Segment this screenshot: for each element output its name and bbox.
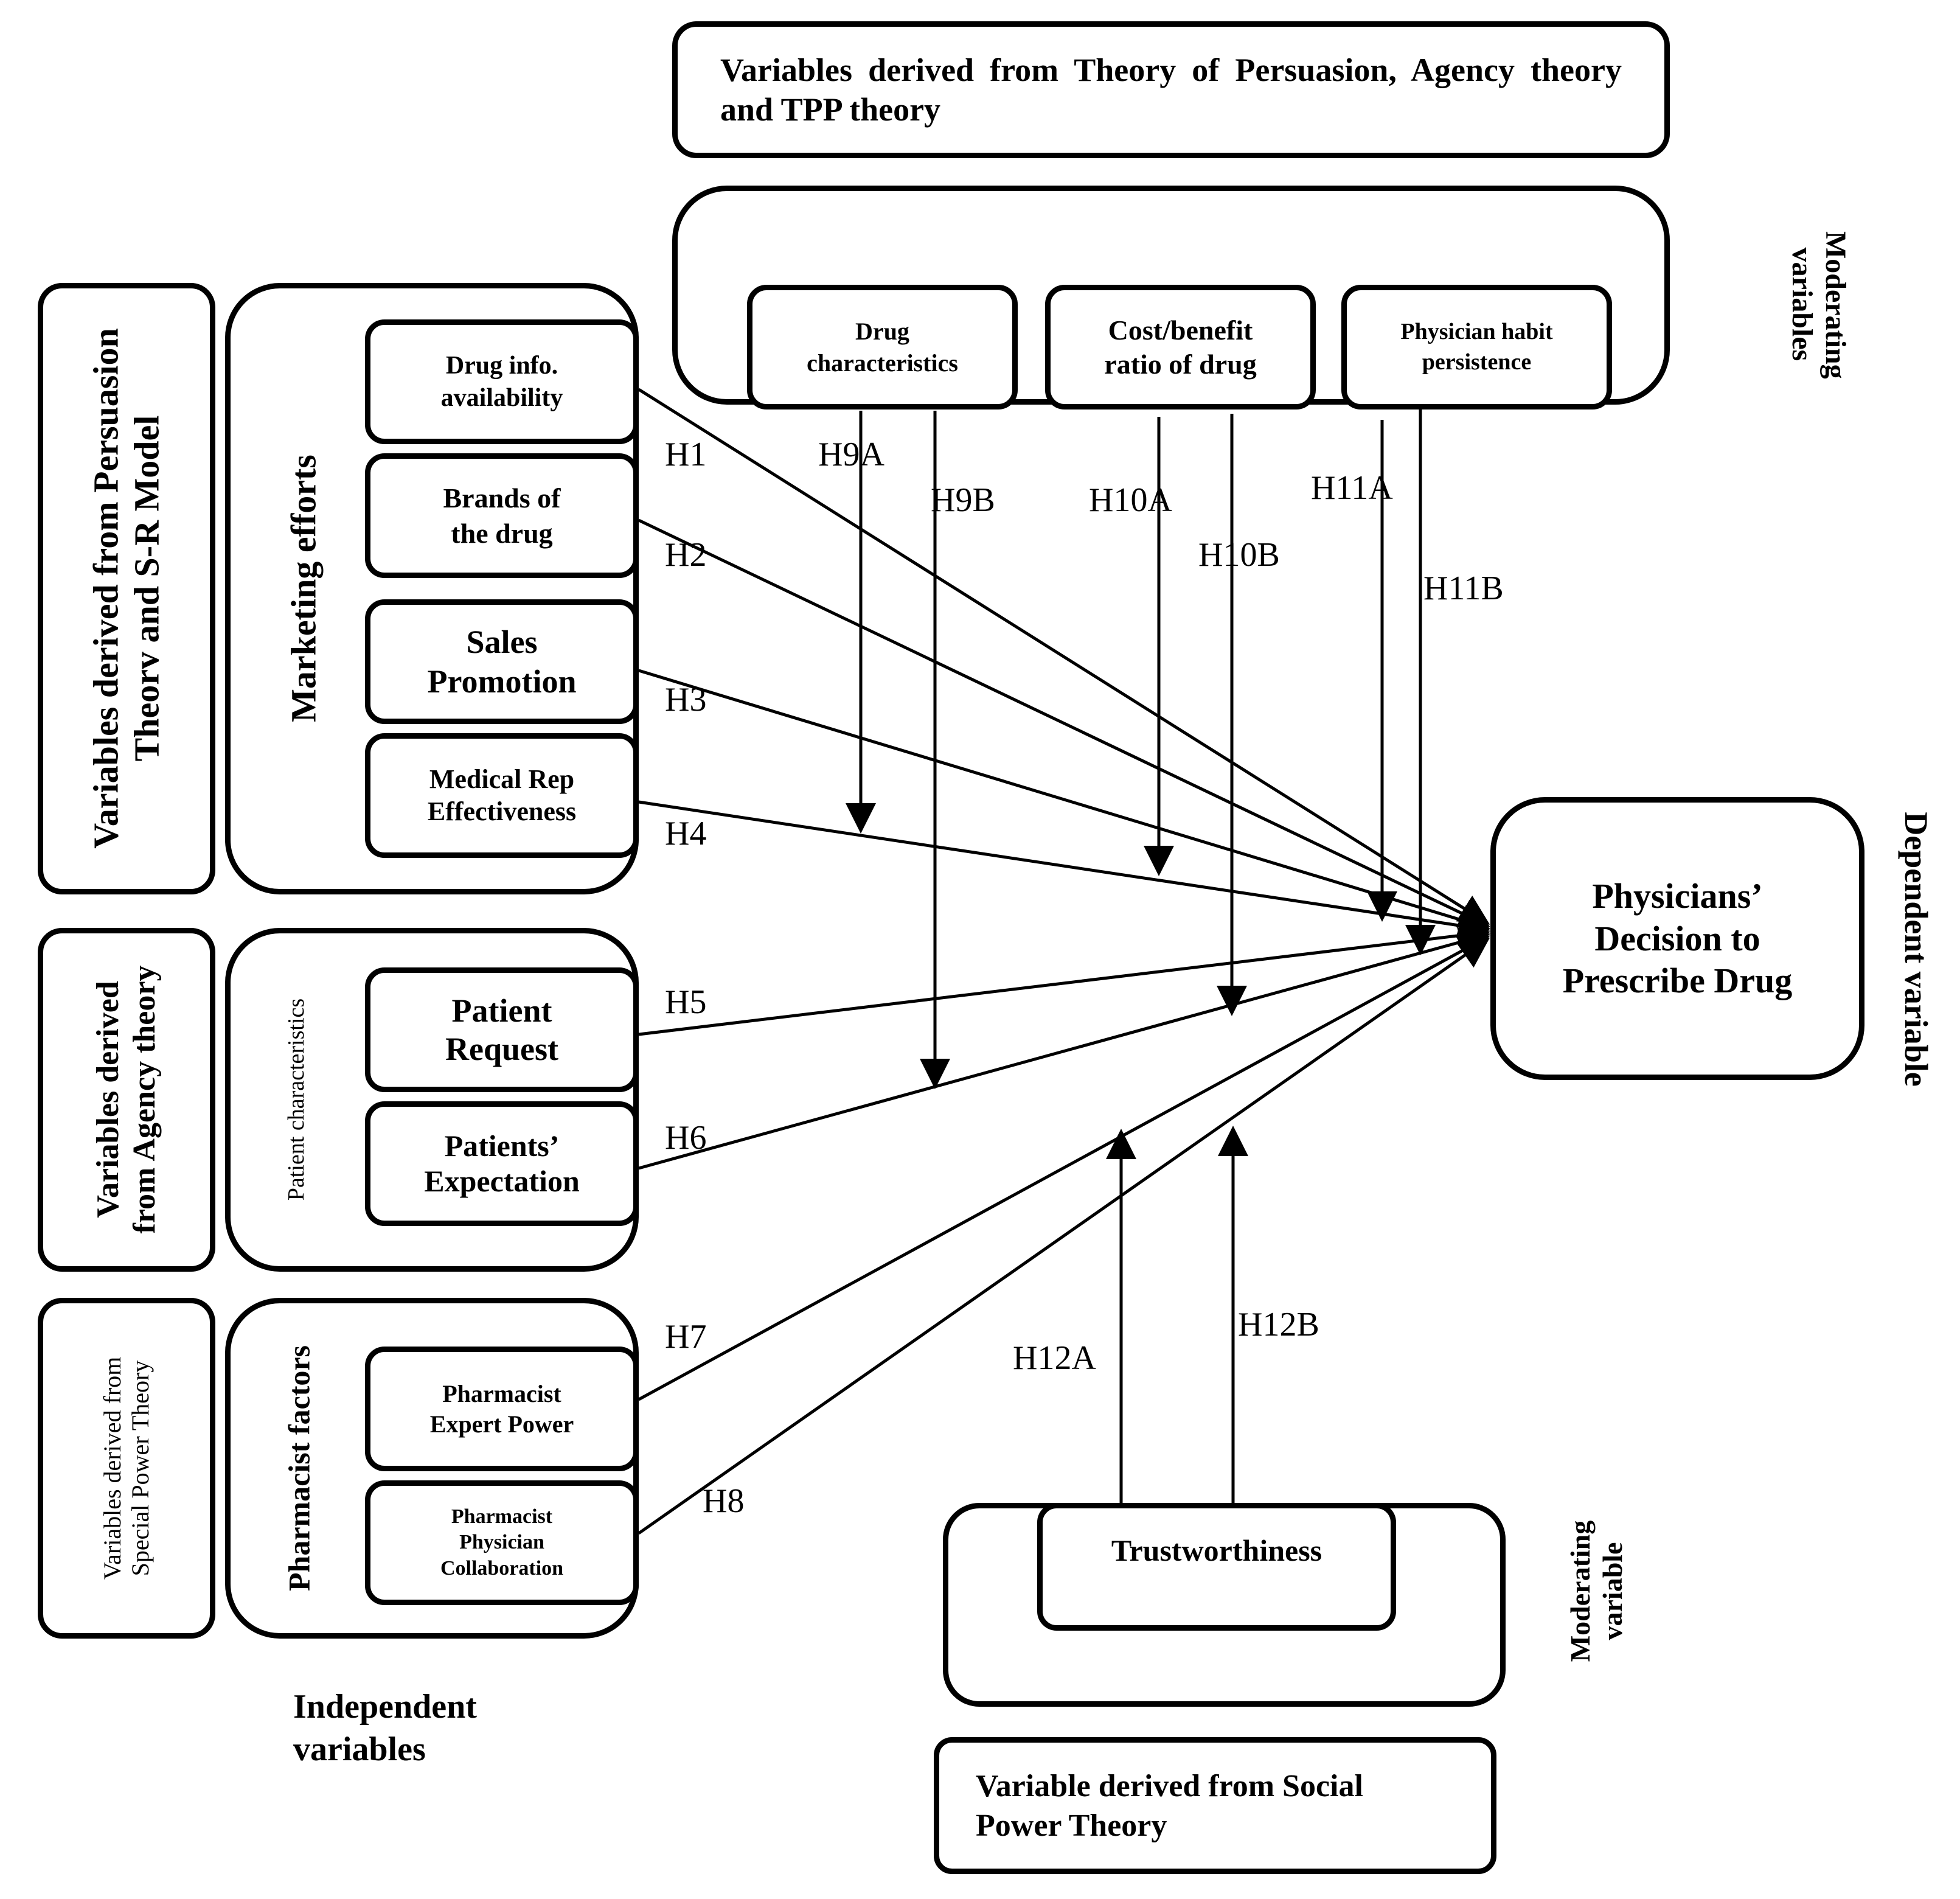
patients-expectation-box: Patients’ Expectation [365, 1101, 639, 1226]
bottom-moderating-label: Moderating variable [1565, 1520, 1628, 1662]
marketing-efforts-group [225, 283, 639, 894]
social-power-source-box [38, 1298, 215, 1639]
arrow-h5 [638, 920, 1490, 1036]
drug-characteristics-box: Drug characteristics [747, 285, 1018, 409]
social-power-theory-box: Variable derived from Social Power Theor… [934, 1737, 1496, 1874]
patient-request-box: Patient Request [365, 967, 639, 1092]
hypothesis-h8-label: H8 [703, 1482, 745, 1520]
hypothesis-h1-label: H1 [665, 436, 707, 473]
arrow-h3 [638, 669, 1490, 935]
hypothesis-h12b-label: H12B [1238, 1306, 1319, 1343]
physician-habit-label: Physician habit persistence [1400, 319, 1553, 375]
medical-rep-effectiveness-box: Medical Rep Effectiveness [365, 733, 639, 858]
drug-characteristics-label: Drug characteristics [807, 317, 958, 377]
trustworthiness-label: Trustworthiness [1111, 1533, 1322, 1567]
drug-info-availability-label: Drug info. availability [440, 352, 563, 412]
persuasion-source-label: Variables derived from Persuasion Theorv… [86, 328, 166, 849]
hypothesis-h5-label: H5 [665, 983, 707, 1021]
pharmacist-expert-power-box: Pharmacist Expert Power [365, 1347, 639, 1471]
arrow-h6 [638, 927, 1490, 1170]
cost-benefit-box: Cost/benefit ratio of drug [1045, 285, 1316, 409]
hypothesis-h9b-label: H9B [931, 481, 995, 519]
hypothesis-h4-label: H4 [665, 815, 707, 852]
agency-source-label: Variables derived from Agency theory [91, 965, 162, 1234]
physician-habit-box: Physician habit persistence [1341, 285, 1612, 409]
pharmacist-expert-power-label: Pharmacist Expert Power [429, 1379, 574, 1438]
patient-characteristics-label: Patient characteristics [283, 998, 310, 1201]
patient-request-label: Patient Request [445, 992, 558, 1067]
hypothesis-h10b-label: H10B [1198, 536, 1280, 574]
arrow-h8 [638, 938, 1490, 1535]
drug-info-availability-box: Drug info. availability [365, 319, 639, 444]
independent-variables-label: Independent variables [293, 1688, 477, 1768]
brands-of-drug-box: Brands of the drug [365, 453, 639, 578]
pharmacist-factors-label: Pharmacist factors [282, 1345, 316, 1592]
hypothesis-h7-label: H7 [665, 1318, 707, 1356]
hypothesis-h10a-label: H10A [1089, 481, 1172, 519]
patients-expectation-label: Patients’ Expectation [424, 1129, 580, 1198]
hypothesis-h11a-label: H11A [1311, 469, 1393, 507]
cost-benefit-label: Cost/benefit ratio of drug [1104, 315, 1257, 380]
hypothesis-h12a-label: H12A [1013, 1339, 1096, 1377]
marketing-efforts-label: Marketing efforts [283, 455, 324, 722]
moderating-variables-label: Moderating variables [1786, 231, 1852, 379]
pharmacist-physician-collaboration-box: Pharmacist Physician Collaboration [365, 1480, 639, 1605]
hypothesis-h11b-label: H11B [1423, 570, 1504, 607]
dependent-variable-box: Physicians’ Decision to Prescribe Drug [1490, 797, 1864, 1080]
agency-source-box [38, 928, 215, 1272]
social-power-source-label: Variables derived from Special Power The… [99, 1356, 154, 1580]
arrow-h1 [638, 388, 1490, 925]
patient-characteristics-group [225, 928, 639, 1272]
pharmacist-physician-collaboration-label: Pharmacist Physician Collaboration [440, 1505, 564, 1580]
medical-rep-effectiveness-label: Medical Rep Effectiveness [427, 764, 577, 826]
sales-promotion-box: Sales Promotion [365, 599, 639, 724]
dependent-variable-label: Dependent variable [1898, 812, 1935, 1087]
hypothesis-h9a-label: H9A [818, 436, 884, 473]
hypothesis-h6-label: H6 [665, 1119, 707, 1157]
arrow-h4 [638, 800, 1490, 941]
persuasion-source-box [38, 283, 215, 894]
hypothesis-h2-label: H2 [665, 536, 707, 574]
social-power-theory-label: Variable derived from Social Power Theor… [976, 1768, 1363, 1843]
sales-promotion-label: Sales Promotion [427, 623, 577, 700]
top-source-box: Variables derived from Theory of Persuas… [672, 21, 1670, 158]
hypothesis-h3-label: H3 [665, 681, 707, 719]
pharmacist-factors-group [225, 1298, 639, 1639]
trustworthiness-box: Trustworthiness [1037, 1503, 1396, 1631]
brands-of-drug-label: Brands of the drug [443, 483, 561, 549]
arrow-h2 [638, 518, 1490, 928]
dependent-variable-text: Physicians’ Decision to Prescribe Drug [1562, 876, 1793, 1001]
top-source-text: Variables derived from Theory of Persuas… [720, 51, 1622, 128]
arrow-h7 [638, 935, 1490, 1401]
